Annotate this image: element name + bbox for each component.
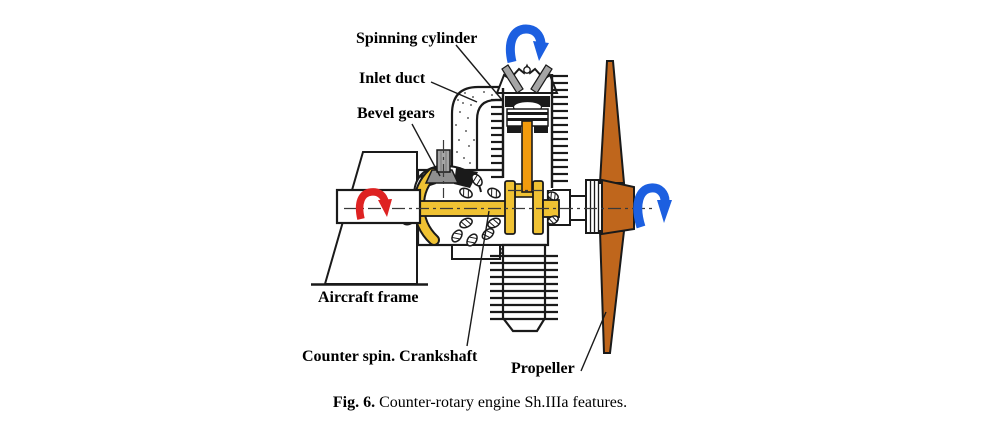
lower-cylinder-shape bbox=[490, 243, 558, 333]
cylinder-fins-right bbox=[552, 74, 568, 183]
valve-spring bbox=[523, 66, 531, 74]
leader-spinning-cylinder bbox=[455, 44, 504, 102]
crankshaft-rotation-arrow bbox=[355, 188, 392, 220]
leader-inlet-duct bbox=[430, 81, 478, 103]
inlet-duct-stipple bbox=[455, 91, 493, 169]
counter-crankshaft-label: Counter spin. Crankshaft bbox=[302, 348, 478, 365]
crankshaft-shape bbox=[396, 120, 560, 235]
propeller-blade-upper bbox=[598, 60, 626, 184]
propeller-hub bbox=[601, 178, 635, 236]
leader-propeller bbox=[580, 311, 607, 372]
cylinder-rotation-arrow bbox=[505, 24, 549, 64]
figure-caption: Fig. 6. Counter-rotary engine Sh.IIIa fe… bbox=[275, 393, 685, 412]
figure-caption-tag: Fig. 6. bbox=[332, 394, 376, 411]
aircraft-frame-label: Aircraft frame bbox=[318, 289, 419, 306]
crank-web-left bbox=[504, 180, 516, 235]
inlet-duct-label: Inlet duct bbox=[359, 70, 426, 87]
crank-web-right bbox=[532, 180, 544, 235]
propeller-shape bbox=[585, 60, 635, 354]
propeller-blade-lower bbox=[598, 230, 626, 354]
piston bbox=[506, 108, 549, 133]
propeller-rotation-arrow bbox=[633, 183, 672, 229]
propeller-label: Propeller bbox=[511, 360, 575, 377]
valve-rocker-right bbox=[530, 64, 553, 94]
lower-cylinder-fins bbox=[490, 254, 558, 321]
connecting-rod bbox=[521, 120, 533, 193]
leader-bevel-gears bbox=[411, 123, 441, 177]
gear-shadow-right bbox=[454, 168, 478, 188]
bevel-gears-label: Bevel gears bbox=[357, 105, 435, 122]
figure-caption-text: Counter-rotary engine Sh.IIIa features. bbox=[375, 394, 628, 411]
cylinder-fins-left bbox=[491, 98, 503, 179]
valve-rocker-left bbox=[501, 64, 524, 94]
leader-crankshaft bbox=[466, 210, 490, 347]
spinning-cylinder-label: Spinning cylinder bbox=[356, 30, 478, 47]
